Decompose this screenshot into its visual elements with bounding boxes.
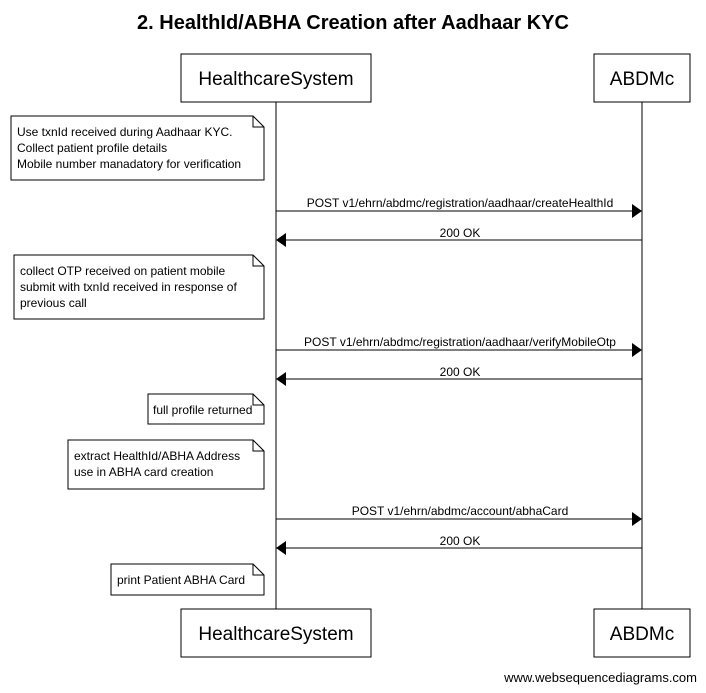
actor-top-healthcare-system: HealthcareSystem [180, 53, 372, 103]
actor-top-abdmc: ABDMc [593, 53, 691, 103]
message-label: 200 OK [440, 534, 481, 548]
note-line: print Patient ABHA Card [117, 573, 245, 587]
message-label: POST v1/ehrn/abdmc/registration/aadhaar/… [304, 335, 616, 349]
message-label: POST v1/ehrn/abdmc/registration/aadhaar/… [307, 196, 614, 210]
actor-bottom-abdmc: ABDMc [593, 608, 691, 658]
message-create-health-id: POST v1/ehrn/abdmc/registration/aadhaar/… [276, 196, 642, 218]
note-line: full profile returned [153, 403, 252, 417]
footer-watermark: www.websequencediagrams.com [503, 670, 697, 685]
message-200-ok-1: 200 OK [276, 226, 642, 247]
message-200-ok-2: 200 OK [276, 365, 642, 386]
actor-bottom-healthcare-system: HealthcareSystem [180, 608, 372, 658]
actor-label: ABDMc [610, 69, 674, 90]
diagram-title: 2. HealthId/ABHA Creation after Aadhaar … [137, 12, 569, 34]
note-line: Use txnId received during Aadhaar KYC. [17, 125, 232, 139]
message-abha-card: POST v1/ehrn/abdmc/account/abhaCard [276, 504, 642, 526]
message-label: 200 OK [440, 226, 481, 240]
actor-label: HealthcareSystem [198, 624, 353, 645]
message-label: 200 OK [440, 365, 481, 379]
note-line: submit with txnId received in response o… [20, 280, 237, 294]
note-line: Collect patient profile details [17, 141, 167, 155]
note-aadhaar-kyc: Use txnId received during Aadhaar KYC. C… [10, 115, 265, 181]
note-line: use in ABHA card creation [74, 465, 213, 479]
message-200-ok-3: 200 OK [276, 534, 642, 555]
actor-label: ABDMc [610, 624, 674, 645]
note-line: previous call [20, 296, 87, 310]
note-collect-otp: collect OTP received on patient mobile s… [13, 254, 265, 320]
note-full-profile: full profile returned [147, 393, 265, 425]
message-verify-mobile-otp: POST v1/ehrn/abdmc/registration/aadhaar/… [276, 335, 642, 357]
note-line: Mobile number manadatory for verificatio… [17, 157, 241, 171]
note-extract-health-id: extract HealthId/ABHA Address use in ABH… [67, 439, 265, 490]
note-line: extract HealthId/ABHA Address [74, 449, 240, 463]
actor-label: HealthcareSystem [198, 69, 353, 90]
note-print-abha-card: print Patient ABHA Card [110, 563, 265, 596]
note-line: collect OTP received on patient mobile [20, 264, 226, 278]
message-label: POST v1/ehrn/abdmc/account/abhaCard [352, 504, 569, 518]
